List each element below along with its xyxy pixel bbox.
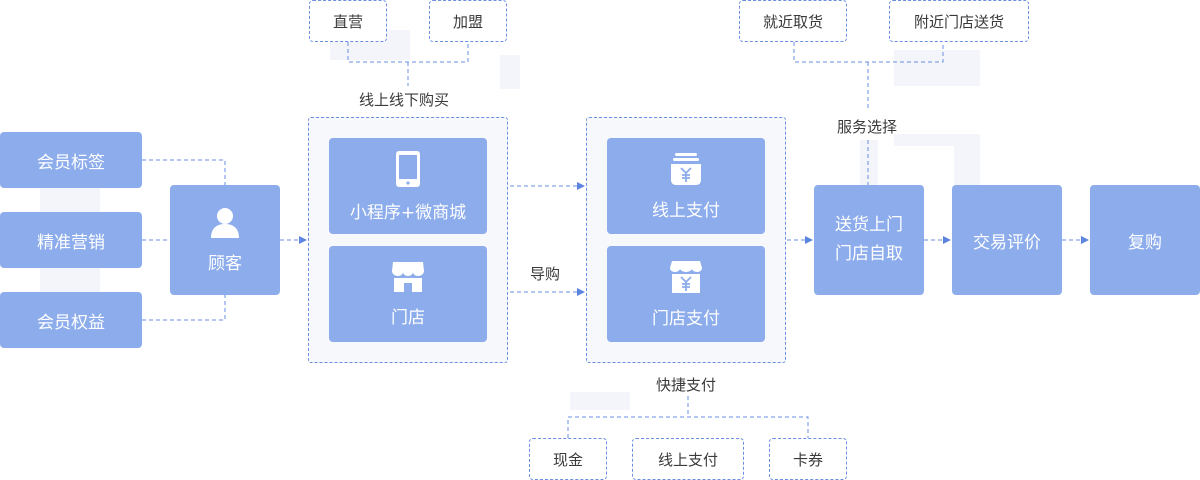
- customer-label: 顾客: [208, 253, 242, 274]
- store-label: 门店: [391, 307, 425, 328]
- mini-program-label: 小程序+微商城: [349, 202, 467, 223]
- service-caption: 服务选择: [837, 118, 898, 136]
- card-voucher-label: 卡券: [792, 450, 823, 469]
- direct-sale-label: 直营: [332, 12, 363, 31]
- precision-marketing-box: 精准营销: [0, 212, 142, 268]
- member-tags-label: 会员标签: [37, 152, 105, 173]
- user-icon: [211, 207, 239, 238]
- repurchase-box: 复购: [1090, 185, 1200, 295]
- nearby-delivery-tag: 附近门店送货: [889, 0, 1029, 42]
- nearby-delivery-label: 附近门店送货: [913, 12, 1004, 31]
- fulfillment-box: 送货上门 门店自取: [814, 185, 924, 295]
- connector-payment-methods: [567, 416, 809, 438]
- phone-icon: [396, 150, 420, 187]
- store-box: 门店: [329, 246, 487, 342]
- evaluate-label: 交易评价: [973, 232, 1041, 253]
- precision-marketing-label: 精准营销: [37, 232, 105, 253]
- store-payment-box: 门店支付: [607, 246, 765, 342]
- repurchase-label: 复购: [1128, 232, 1162, 253]
- franchise-label: 加盟: [452, 12, 483, 31]
- online-payment-label: 线上支付: [652, 200, 720, 221]
- nearby-pickup-tag: 就近取货: [739, 0, 847, 42]
- online-method-tag: 线上支付: [632, 438, 744, 480]
- mini-program-box: 小程序+微商城: [329, 138, 487, 234]
- connector-member-tags: [142, 159, 226, 185]
- nearby-pickup-label: 就近取货: [762, 12, 823, 31]
- store-yen-icon: [670, 260, 702, 293]
- cash-tag: 现金: [529, 438, 607, 480]
- payment-caption: 快捷支付: [656, 376, 717, 394]
- customer-box: 顾客: [170, 185, 280, 295]
- purchase-caption: 线上线下购买: [359, 91, 450, 109]
- store-icon: [392, 261, 424, 292]
- store-payment-label: 门店支付: [652, 308, 720, 329]
- store-pickup-label: 门店自取: [835, 244, 903, 264]
- coin-stack-icon: [671, 152, 701, 185]
- cash-label: 现金: [552, 450, 583, 469]
- direct-sale-tag: 直营: [309, 0, 387, 42]
- franchise-tag: 加盟: [429, 0, 507, 42]
- home-delivery-label: 送货上门: [835, 215, 903, 236]
- online-payment-box: 线上支付: [607, 138, 765, 234]
- member-rights-label: 会员权益: [37, 312, 105, 333]
- card-voucher-tag: 卡券: [769, 438, 847, 480]
- connector-member-rights: [142, 295, 226, 321]
- member-rights-box: 会员权益: [0, 292, 142, 348]
- evaluate-box: 交易评价: [952, 185, 1062, 295]
- guide-label: 导购: [530, 265, 561, 283]
- member-tags-box: 会员标签: [0, 132, 142, 188]
- online-method-label: 线上支付: [657, 450, 718, 469]
